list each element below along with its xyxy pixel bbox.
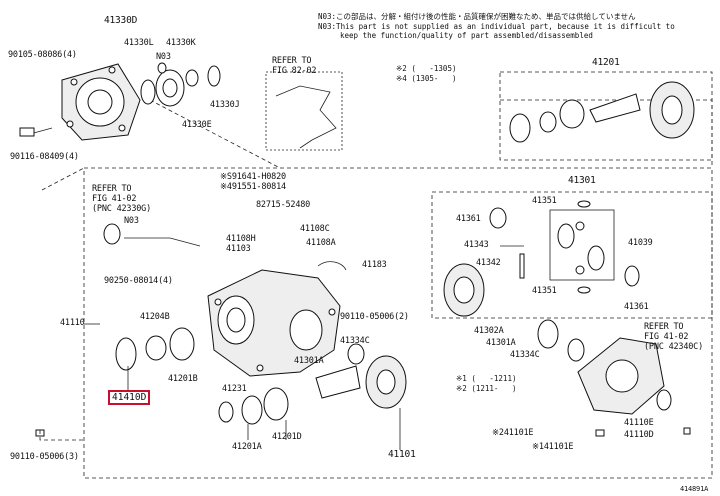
label-41201A: 41201A: [232, 442, 262, 452]
label-41108H: 41108H: [226, 234, 256, 244]
leader-cover-right: [149, 99, 281, 169]
label-41410D-highlighted[interactable]: 41410D: [108, 390, 151, 405]
washer-41361b: [624, 265, 640, 287]
label-41343: 41343: [464, 240, 489, 250]
bolt-90116: [19, 127, 35, 137]
seal-41410D: [115, 337, 137, 371]
label-90110a: 90110-05006(2): [340, 312, 409, 322]
wire-harness: [275, 85, 337, 149]
label-41334C-a: 41334C: [340, 336, 370, 346]
label-91551: ※491551-80814: [220, 182, 286, 192]
label-90105: 90105-08086(4): [8, 50, 77, 60]
carrier-housing-41110: [207, 269, 341, 377]
label-41301A-b: 41301A: [486, 338, 516, 348]
washer-41361: [489, 207, 507, 229]
label-41183: 41183: [362, 260, 387, 270]
ref-fig-41-02-left[interactable]: REFER TO FIG 41-02 (PNC 42330G): [92, 184, 152, 214]
shim-41334Cb: [567, 338, 585, 362]
leader-n03b: [124, 237, 201, 247]
label-41361-a: 41361: [456, 214, 481, 224]
label-41101E-b: ※141101E: [532, 442, 574, 452]
label-82715: 82715-52480: [256, 200, 311, 210]
note-n03-en-1: N03:This part is not supplied as an indi…: [318, 22, 675, 31]
label-41330K: 41330K: [166, 38, 196, 48]
note-star2b: ※2 (1211- ): [456, 384, 517, 393]
label-41204B: 41204B: [140, 312, 170, 322]
label-41301: 41301: [568, 175, 596, 186]
label-90116: 90116-08409(4): [10, 152, 79, 162]
assembly-boundary: [83, 167, 713, 479]
washer-41351b: [577, 286, 591, 294]
bearing-41204B: [145, 335, 167, 361]
label-41342: 41342: [476, 258, 501, 268]
note-n03-en-2: keep the function/quality of part assemb…: [340, 31, 593, 40]
label-41330J: 41330J: [210, 100, 240, 110]
ref-fig-82-02[interactable]: REFER TO FIG 82-02: [272, 56, 317, 76]
label-41103: 41103: [226, 244, 251, 254]
label-91641: ※S91641-H0820: [220, 172, 286, 182]
label-41110D: 41110D: [624, 430, 654, 440]
label-N03b: N03: [124, 216, 139, 226]
label-90110b: 90110-05006(3): [10, 452, 79, 462]
label-41101: 41101: [388, 449, 416, 460]
ring-pinion-boundary: [499, 71, 713, 161]
washer-41351a: [577, 200, 591, 208]
label-41110E: 41110E: [624, 418, 654, 428]
figure-code: 414891A: [680, 485, 709, 493]
label-41110-left: 41110: [60, 318, 85, 328]
note-n03-jp: N03:この部品は、分解・組付け後の性能・品質確保が困難なため、単品では供給して…: [318, 12, 636, 21]
label-90250: 90250-08014(4): [104, 276, 173, 286]
seal-41330L: [140, 79, 156, 105]
seal-left: [103, 223, 121, 245]
subassembly-boundary-differential: [431, 191, 713, 319]
gear-set-41039-box: [549, 209, 615, 281]
nut-41231: [218, 401, 234, 423]
label-41201B: 41201B: [168, 374, 198, 384]
label-41039: 41039: [628, 238, 653, 248]
shim-41334C: [347, 343, 365, 365]
bearing-41201D: [263, 387, 289, 421]
label-41334C-b: 41334C: [510, 350, 540, 360]
label-41301A-a: 41301A: [294, 356, 324, 366]
bearing-41201A: [241, 395, 263, 425]
label-41108A: 41108A: [306, 238, 336, 248]
cover-41330D: [61, 63, 141, 141]
label-41201D: 41201D: [272, 432, 302, 442]
label-41330L: 41330L: [124, 38, 154, 48]
label-41351-b: 41351: [532, 286, 557, 296]
label-41330D: 41330D: [104, 15, 138, 26]
label-41361-b: 41361: [624, 302, 649, 312]
pinion-shaft: [589, 93, 641, 123]
bearing-41301A: [537, 319, 559, 349]
label-41302A: 41302A: [474, 326, 504, 336]
note-star1: ※1 ( -1211): [456, 374, 517, 383]
label-41201: 41201: [592, 57, 620, 68]
washer-41330J: [207, 65, 221, 87]
label-41351-a: 41351: [532, 196, 557, 206]
label-41330E: 41330E: [182, 120, 212, 130]
race-41201B: [169, 327, 195, 361]
label-41108C: 41108C: [300, 224, 330, 234]
label-N03a: N03: [156, 52, 171, 62]
leader-cover-left: [41, 167, 85, 191]
nut-41330J: [185, 69, 199, 87]
differential-case-41301: [443, 263, 485, 317]
drive-pinion: [315, 365, 361, 399]
label-41101E-a: ※241101E: [492, 428, 534, 438]
note-star4: ※4 (1305- ): [396, 74, 457, 83]
note-star2: ※2 ( -1305): [396, 64, 457, 73]
seal-41201: [509, 113, 531, 143]
label-41231: 41231: [222, 384, 247, 394]
ref-fig-41-02-right[interactable]: REFER TO FIG 41-02 (PNC 42340C): [644, 322, 704, 352]
bracket-41183: [317, 261, 347, 271]
shaft-41342: [519, 253, 525, 279]
